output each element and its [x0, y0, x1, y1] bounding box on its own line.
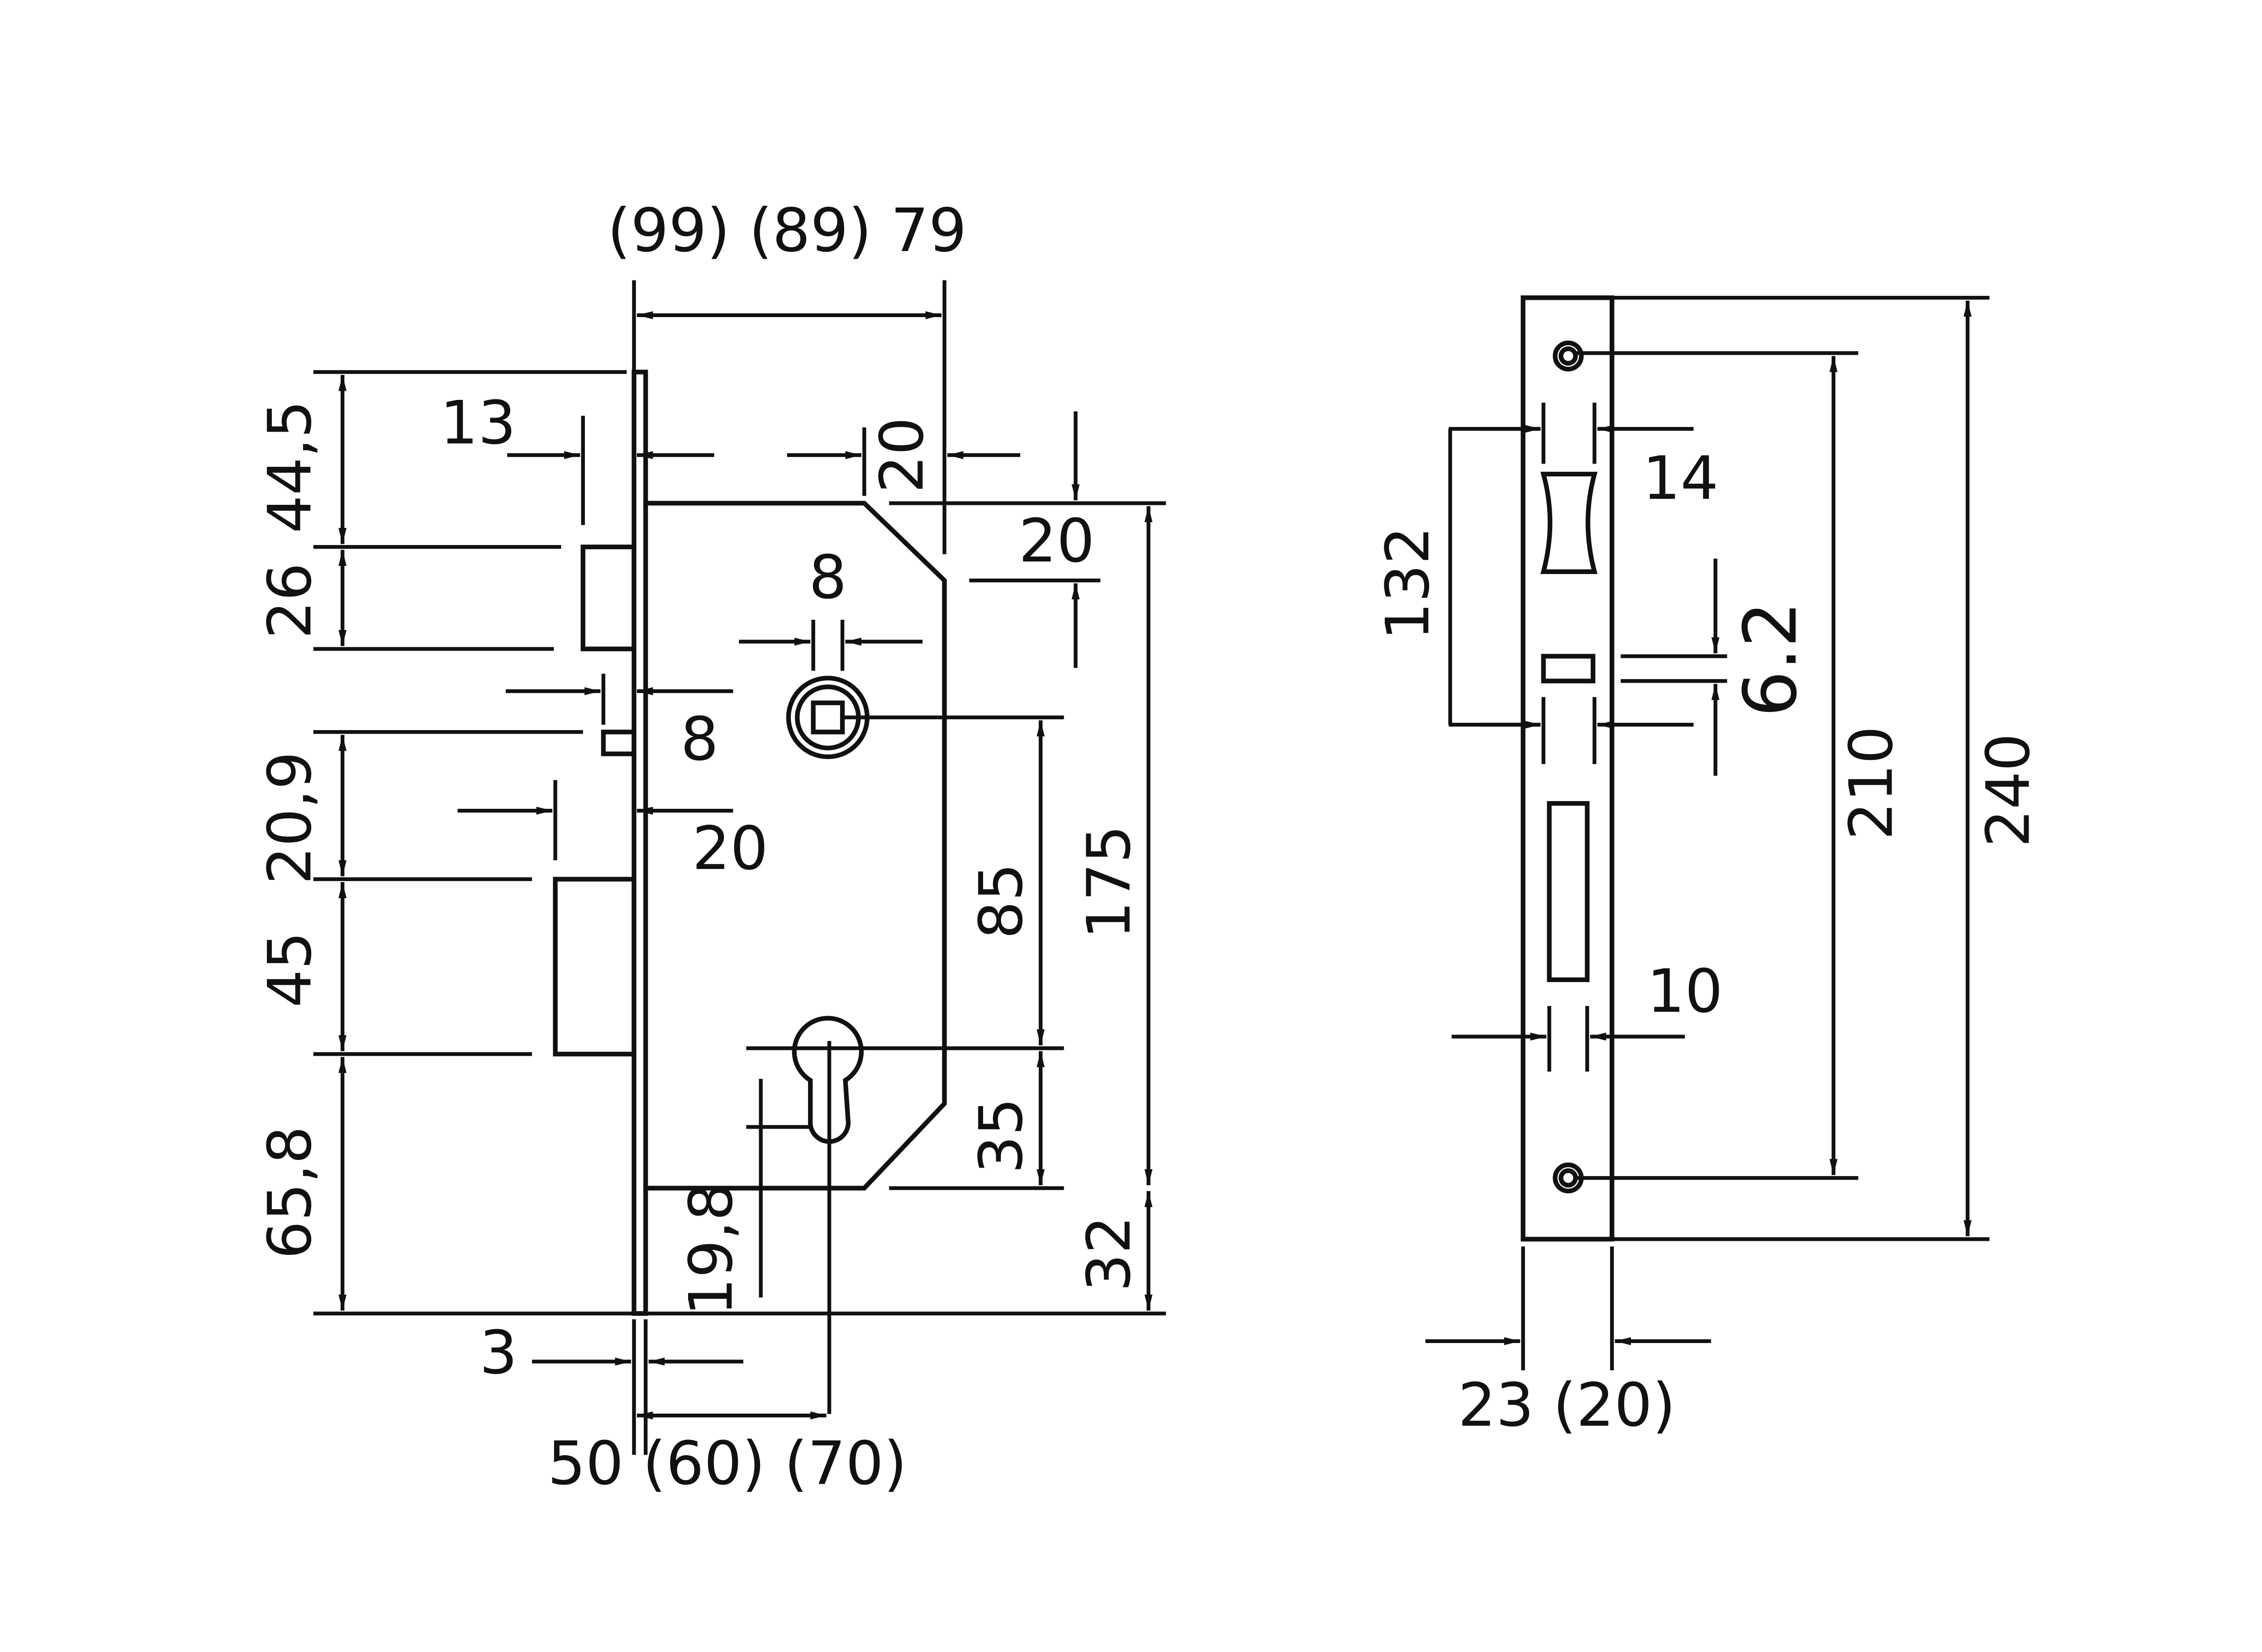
slot-opening [1541, 654, 1596, 684]
label-forend-width: 23 (20) [1458, 1371, 1676, 1440]
label-bolt-width: 10 [1647, 957, 1723, 1026]
front-view: 14 10 23 (20) 132 6.2 210 240 [1373, 295, 2043, 1440]
label-latch-height: 26 [255, 563, 325, 639]
label-upper-span: 132 [1373, 527, 1443, 641]
label-corner-width: 20 [867, 417, 937, 493]
side-forend-plate [632, 370, 648, 1316]
label-gap-height: 20,9 [255, 751, 325, 884]
label-top-offset: 44,5 [255, 400, 325, 533]
dead-bolt [553, 877, 637, 1057]
latch-opening [1540, 471, 1598, 574]
label-cylinder-distance: 35 [966, 1098, 1036, 1174]
label-bolt-height: 45 [255, 931, 325, 1007]
label-latch-throw: 13 [440, 388, 516, 458]
label-case-bottom-offset: 32 [1074, 1216, 1144, 1292]
side-view: (99) (89) 79 50 (60) (70) 3 13 8 20 20 8… [255, 196, 1166, 1499]
screw-top-icon [1553, 340, 1584, 372]
front-forend-plate [1521, 295, 1615, 1242]
label-follower-size: 8 [809, 543, 847, 612]
label-total-height: 240 [1974, 733, 2043, 847]
lock-case-outline [643, 501, 947, 1191]
label-depth: (99) (89) 79 [608, 196, 967, 266]
label-corner-height: 20 [1019, 506, 1095, 576]
label-center-distance: 85 [966, 863, 1036, 939]
small-latch [601, 730, 637, 756]
label-cylinder-width: 19,8 [676, 1183, 746, 1316]
label-bottom-offset: 65,8 [255, 1126, 325, 1259]
label-small-throw: 8 [680, 704, 718, 774]
label-bolt-throw: 20 [692, 814, 768, 883]
latch-tongue [580, 544, 637, 651]
front-dimension-lines [1425, 300, 1972, 1345]
front-extension-lines [1449, 295, 1990, 1371]
label-latch-width: 14 [1643, 444, 1719, 513]
label-forend-thickness: 3 [480, 1318, 518, 1388]
side-dimension-lines [338, 311, 1153, 1420]
label-screw-distance: 210 [1837, 726, 1906, 840]
side-extension-lines [313, 280, 1166, 1455]
label-slot-height: 6.2 [1728, 601, 1813, 717]
label-backset: 50 (60) (70) [547, 1429, 907, 1499]
label-case-height: 175 [1074, 825, 1144, 939]
bolt-opening [1547, 801, 1590, 983]
